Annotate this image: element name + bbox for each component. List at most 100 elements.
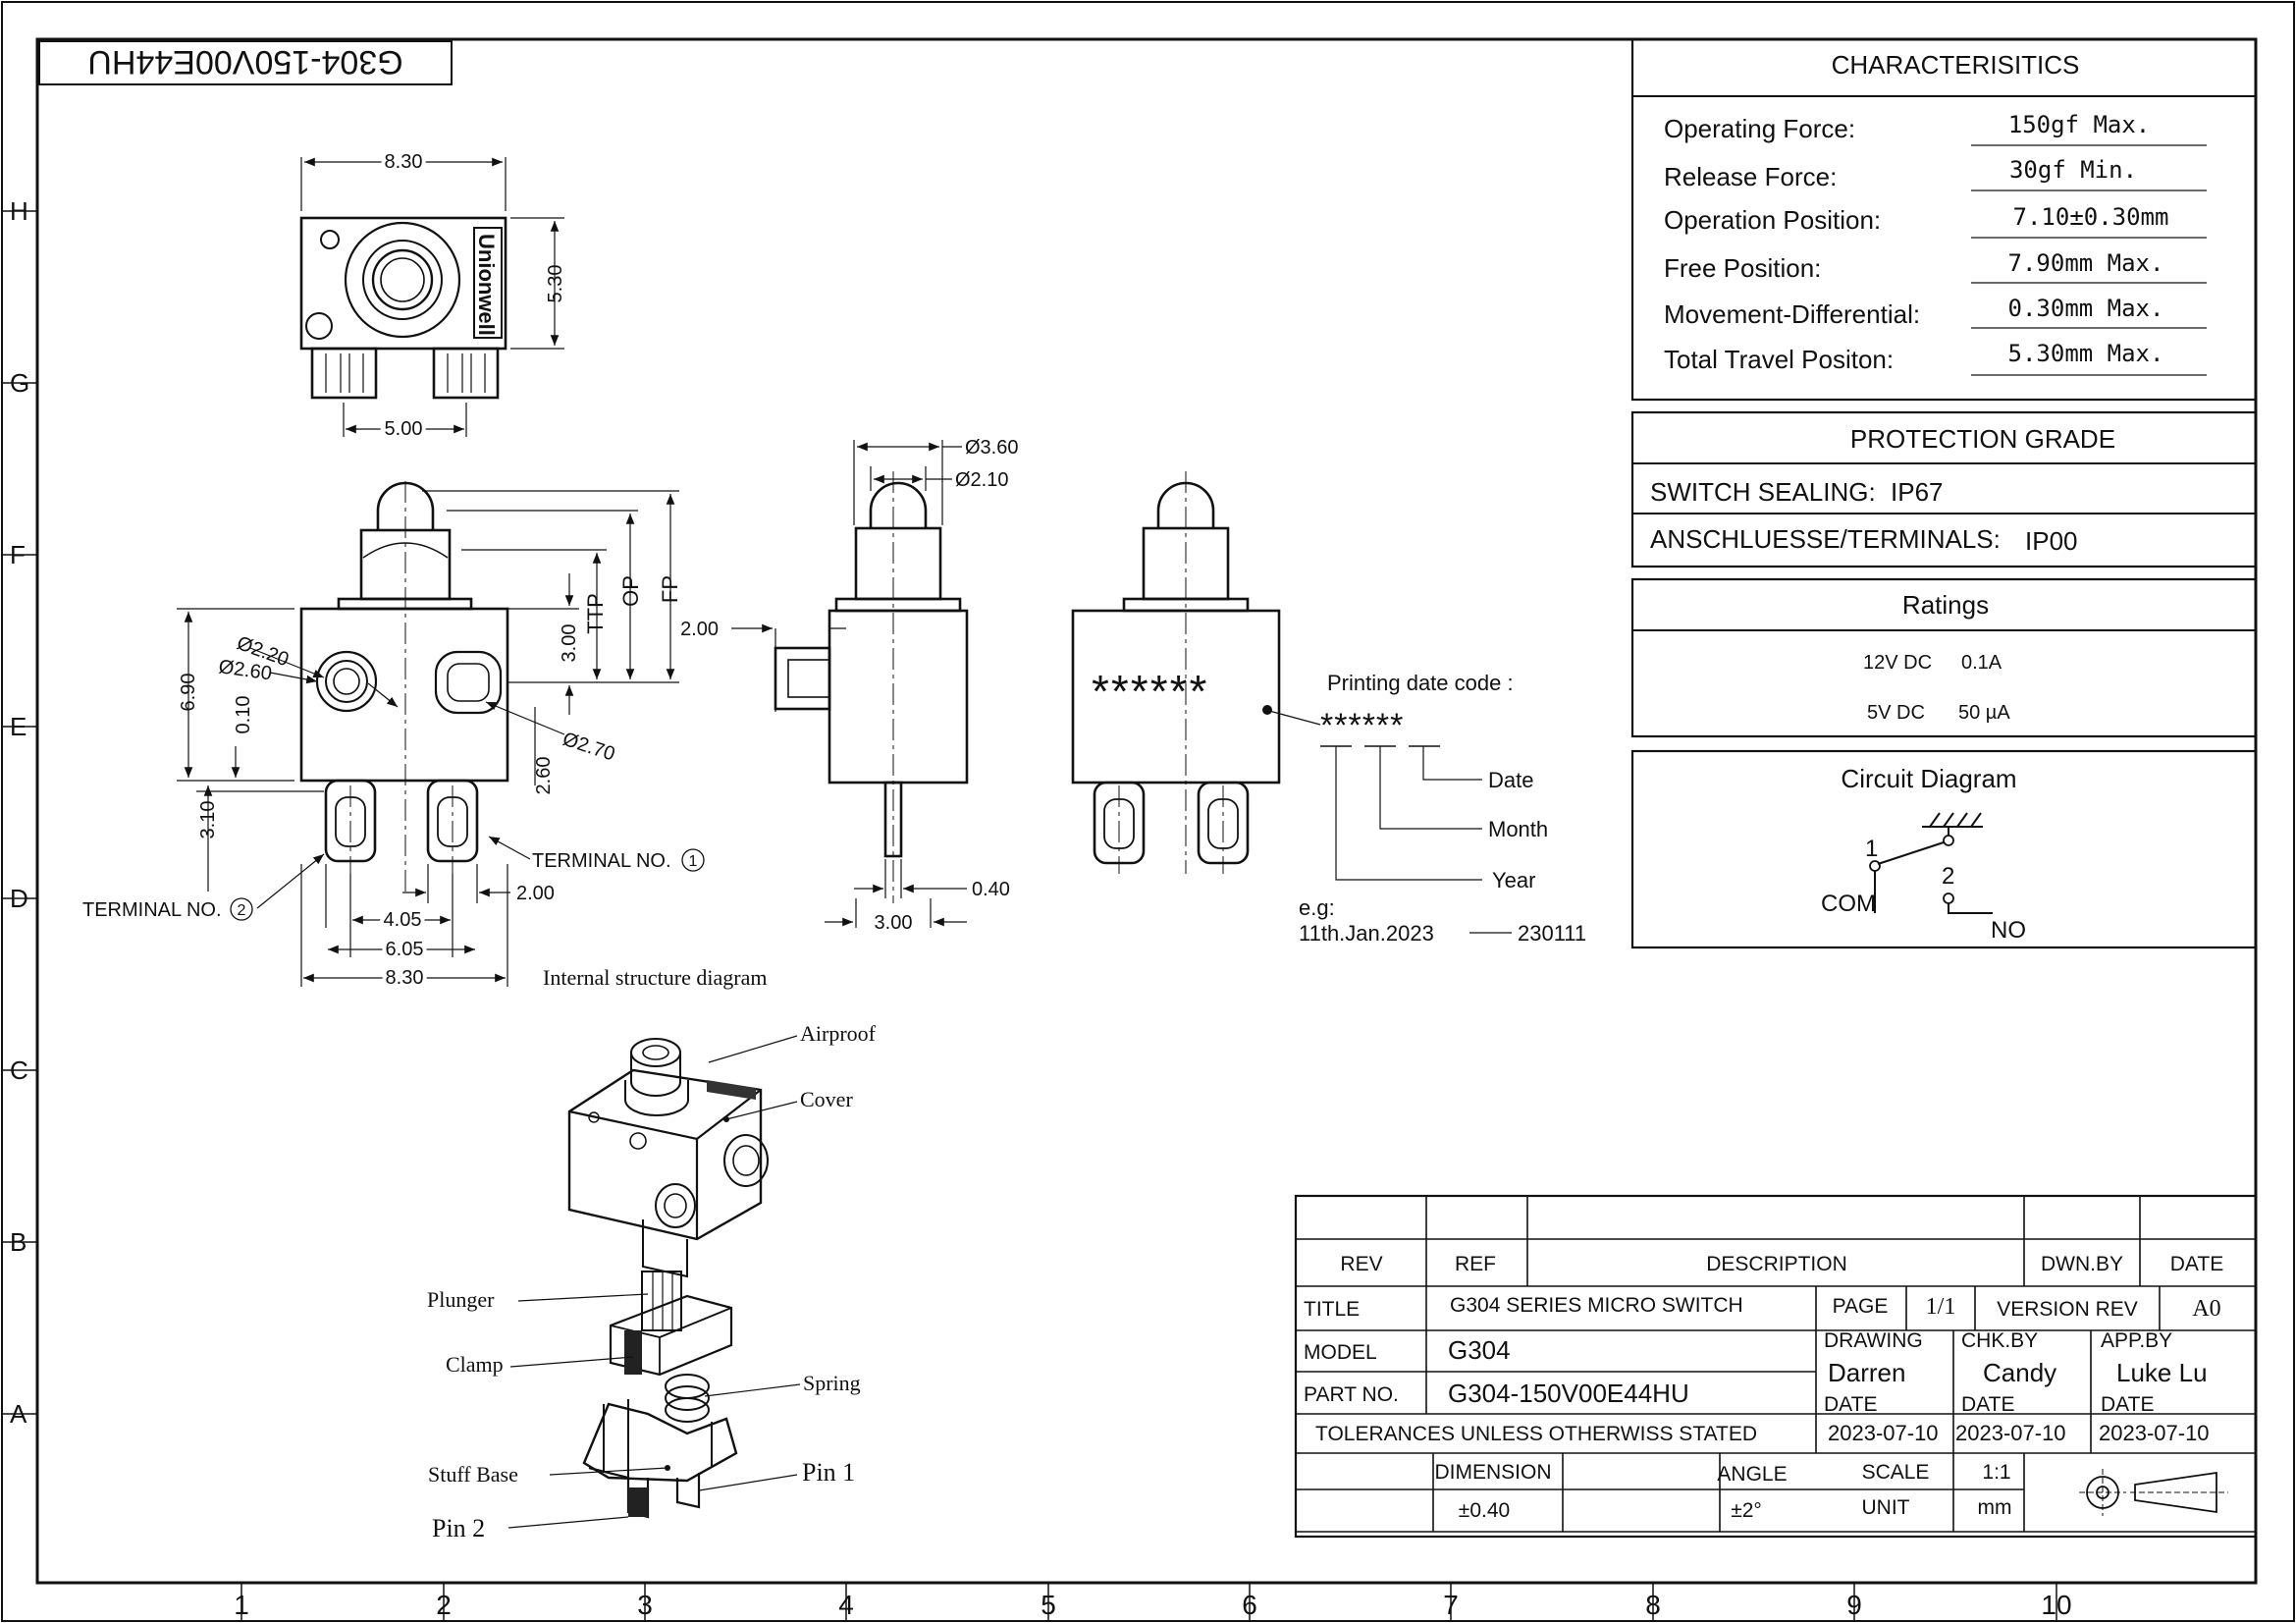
projection-symbol-icon xyxy=(2079,1469,2228,1516)
zone-row: H xyxy=(10,196,28,226)
zone-col: 4 xyxy=(838,1590,854,1620)
rating-voltage: 5V DC xyxy=(1867,702,1925,724)
dim-310: 3.10 xyxy=(197,801,219,839)
terminals-value: IP00 xyxy=(2025,526,2078,556)
tb-date-2: 2023-07-10 xyxy=(1955,1421,2066,1445)
dim-040: 0.40 xyxy=(972,879,1010,900)
tb-date-label-3: DATE xyxy=(2101,1393,2154,1416)
terminals-label: ANSCHLUESSE/TERMINALS: xyxy=(1650,524,2001,554)
tb-chk-value: Candy xyxy=(1983,1358,2056,1387)
terminal1-label: TERMINAL NO. xyxy=(532,850,671,872)
dim-260: 2.60 xyxy=(533,757,555,795)
sealing-value: IP67 xyxy=(1891,477,1944,507)
dim-830: 8.30 xyxy=(385,151,423,173)
tb-date-3: 2023-07-10 xyxy=(2099,1421,2210,1445)
tb-page-value: 1/1 xyxy=(1926,1294,1956,1320)
tb-dimension-value: ±0.40 xyxy=(1459,1499,1510,1522)
zone-row: B xyxy=(10,1227,27,1257)
tb-dimension-label: DIMENSION xyxy=(1434,1461,1551,1484)
char-label: Free Position: xyxy=(1664,253,1821,283)
dim-d270: Ø2.70 xyxy=(560,729,617,766)
tb-app-label: APP.BY xyxy=(2101,1329,2172,1352)
dim-op: OP xyxy=(618,575,643,607)
title-block: REV REF DESCRIPTION DWN.BY DATE TITLE G3… xyxy=(1294,1194,2258,1539)
label-clamp: Clamp xyxy=(446,1352,504,1377)
zone-row: A xyxy=(10,1399,27,1429)
char-value: 0.30mm Max. xyxy=(2008,295,2164,322)
circuit-title: Circuit Diagram xyxy=(1841,764,2016,793)
internal-title: Internal structure diagram xyxy=(543,965,767,990)
char-value: 5.30mm Max. xyxy=(2008,340,2164,367)
tb-description: DESCRIPTION xyxy=(1706,1253,1847,1275)
tb-date-label-2: DATE xyxy=(1961,1393,2014,1416)
circuit-pin2: 2 xyxy=(1942,863,1954,890)
tb-scale-label: SCALE xyxy=(1862,1461,1930,1484)
zone-col: 9 xyxy=(1846,1590,1862,1620)
label-plunger: Plunger xyxy=(427,1287,495,1312)
zone-col: 8 xyxy=(1645,1590,1661,1620)
tb-dwnby: DWN.BY xyxy=(2041,1253,2123,1275)
part-stamp: G304-150V00E44HU xyxy=(38,40,453,85)
date-code-title: Printing date code : xyxy=(1327,671,1514,695)
zone-col: 1 xyxy=(234,1590,249,1620)
tb-date-label-1: DATE xyxy=(1824,1393,1877,1416)
terminal1-badge: 1 xyxy=(681,848,705,872)
zone-row: D xyxy=(10,884,28,913)
date-code-date: Date xyxy=(1488,768,1533,792)
tb-title-label: TITLE xyxy=(1304,1298,1360,1321)
zone-col: 7 xyxy=(1443,1590,1459,1620)
rating-current: 0.1A xyxy=(1961,652,2002,674)
tb-version-label: VERSION REV xyxy=(1997,1298,2138,1321)
rating-current: 50 µA xyxy=(1958,702,2010,724)
label-stuff-base: Stuff Base xyxy=(428,1462,518,1487)
char-label: Movement-Differential: xyxy=(1664,299,1920,329)
tb-ref: REF xyxy=(1455,1253,1496,1275)
tb-model-label: MODEL xyxy=(1304,1341,1377,1364)
tb-version-value: A0 xyxy=(2192,1296,2220,1322)
zone-col: 3 xyxy=(637,1590,653,1620)
dim-010: 0.10 xyxy=(233,696,254,734)
label-pin2: Pin 2 xyxy=(432,1514,485,1542)
tb-unit-value: mm xyxy=(1978,1496,2012,1519)
characteristics-title: CHARACTERISITICS xyxy=(1832,50,2080,80)
dim-605: 6.05 xyxy=(386,939,424,960)
tb-chk-label: CHK.BY xyxy=(1961,1329,2038,1352)
tb-angle-label: ANGLE xyxy=(1717,1463,1787,1486)
dim-530: 5.30 xyxy=(545,265,566,303)
ratings-table: Ratings 12V DC 0.1A 5V DC 50 µA xyxy=(1630,577,2258,738)
tb-part-label: PART NO. xyxy=(1304,1383,1399,1406)
dim-500: 5.00 xyxy=(385,418,423,440)
char-label: Total Travel Positon: xyxy=(1664,345,1894,374)
char-value: 7.90mm Max. xyxy=(2008,249,2164,277)
zone-col: 2 xyxy=(436,1590,452,1620)
tb-date: DATE xyxy=(2170,1253,2223,1275)
tb-part-value: G304-150V00E44HU xyxy=(1448,1379,1689,1408)
zone-col: 6 xyxy=(1242,1590,1257,1620)
rear-view: ****** xyxy=(1071,471,1281,874)
tb-unit-label: UNIT xyxy=(1862,1496,1910,1519)
date-code-month: Month xyxy=(1488,817,1548,841)
sealing-label: SWITCH SEALING: xyxy=(1650,477,1876,507)
protection-table: PROTECTION GRADE SWITCH SEALING: IP67 AN… xyxy=(1630,410,2258,568)
protection-title: PROTECTION GRADE xyxy=(1850,424,2115,454)
circuit-com: COM xyxy=(1821,891,1876,917)
zone-row: G xyxy=(10,368,29,398)
date-code-sample: ****** xyxy=(1320,707,1404,744)
dim-300: 3.00 xyxy=(559,624,580,663)
zone-ticks xyxy=(2,210,2057,1621)
terminal1-number: 1 xyxy=(689,853,698,870)
zone-row-labels: H G F E D C B A xyxy=(10,196,29,1429)
zone-col: 10 xyxy=(2041,1590,2071,1620)
terminal2-label: TERMINAL NO. xyxy=(82,899,222,921)
char-value: 7.10±0.30mm xyxy=(2013,203,2169,231)
circuit-pin1: 1 xyxy=(1865,836,1878,862)
internal-structure: Internal structure diagram Airp xyxy=(427,965,877,1542)
char-value: 30gf Min. xyxy=(2009,156,2137,184)
tb-page-label: PAGE xyxy=(1833,1295,1889,1318)
date-code-year: Year xyxy=(1492,868,1535,893)
dim-405: 4.05 xyxy=(384,909,422,931)
tb-angle-value: ±2° xyxy=(1731,1499,1762,1522)
top-view: Unionwell 8.30 5.30 5.00 xyxy=(299,147,566,444)
